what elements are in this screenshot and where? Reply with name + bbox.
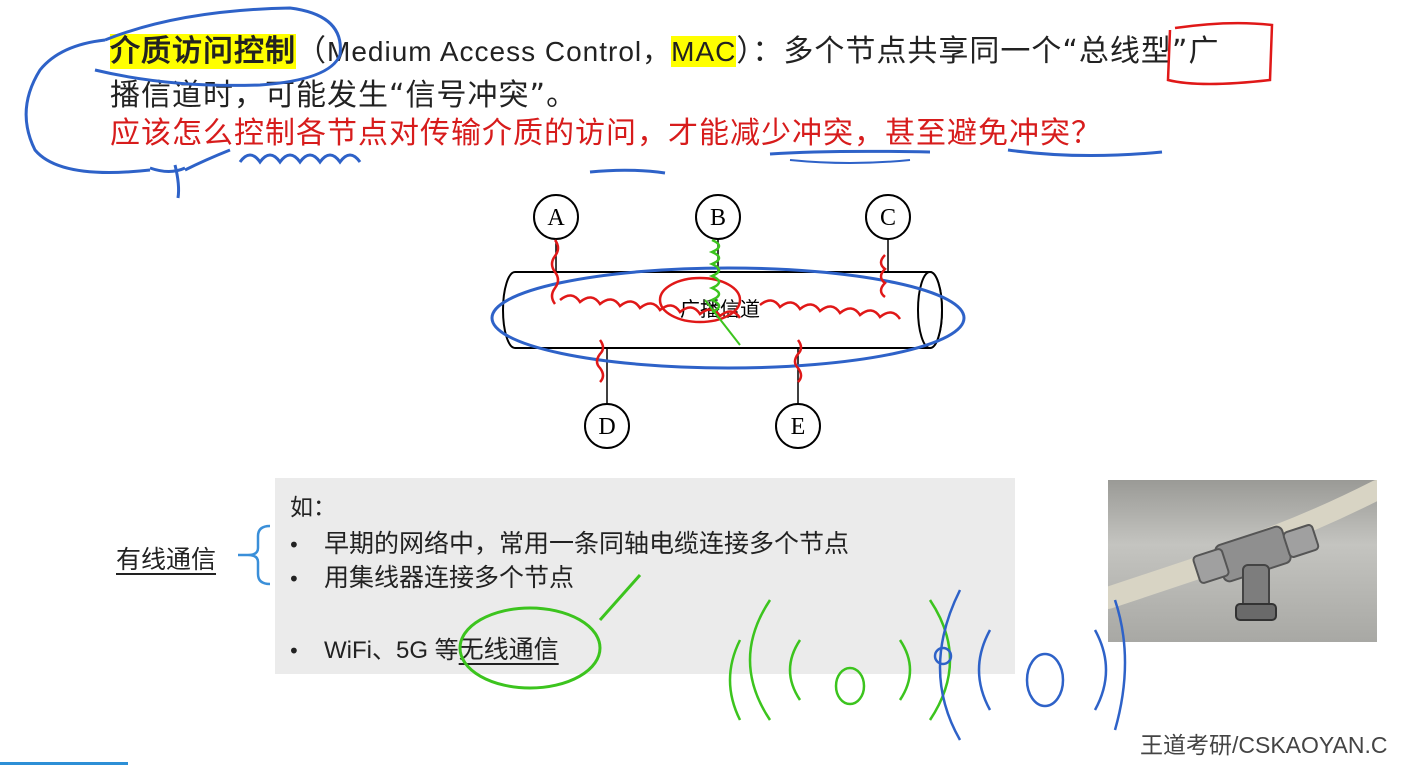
- paren-open: （: [296, 34, 327, 69]
- svg-text:A: A: [547, 205, 565, 231]
- wired-communication-label: 有线通信: [116, 545, 217, 574]
- brace-bracket: [238, 524, 271, 586]
- progress-bar: [0, 762, 128, 765]
- definition-text-1: ：多个节点共享同一个“: [752, 34, 1079, 69]
- node-e: E: [775, 403, 821, 449]
- svg-text:E: E: [791, 414, 806, 440]
- svg-text:D: D: [598, 414, 615, 440]
- broadcast-channel-diagram: A B C D E 广播信道: [502, 194, 943, 449]
- list-item: •WiFi、5G 等无线通信: [288, 635, 559, 664]
- wireless-communication-label: 无线通信: [458, 635, 559, 664]
- svg-text:C: C: [880, 205, 896, 231]
- definition-line-1: 介质访问控制（Medium Access Control，MAC）：多个节点共享…: [110, 30, 1219, 74]
- term-english: Medium Access Control，: [327, 36, 672, 67]
- node-c: C: [865, 194, 911, 240]
- term-abbreviation: MAC: [671, 36, 737, 67]
- term-chinese: 介质访问控制: [110, 34, 296, 69]
- list-item: •用集线器连接多个节点: [288, 563, 575, 592]
- node-d: D: [584, 403, 630, 449]
- definition-text-2: ”广: [1171, 34, 1220, 69]
- channel-cylinder-end: [917, 271, 943, 349]
- brand-footer: 王道考研/CSKAOYAN.C: [1140, 732, 1388, 758]
- paren-close: ）: [736, 34, 753, 69]
- svg-text:B: B: [710, 205, 726, 231]
- node-b: B: [695, 194, 741, 240]
- list-item: •早期的网络中，常用一条同轴电缆连接多个节点: [288, 529, 850, 558]
- node-a: A: [533, 194, 579, 240]
- channel-label: 广播信道: [680, 297, 760, 321]
- bus-type-term: 总线型: [1078, 34, 1172, 69]
- examples-heading: 如：: [290, 495, 336, 521]
- question-line: 应该怎么控制各节点对传输介质的访问，才能减少冲突，甚至避免冲突？: [110, 116, 1102, 151]
- coax-connector-photo: [1108, 480, 1377, 642]
